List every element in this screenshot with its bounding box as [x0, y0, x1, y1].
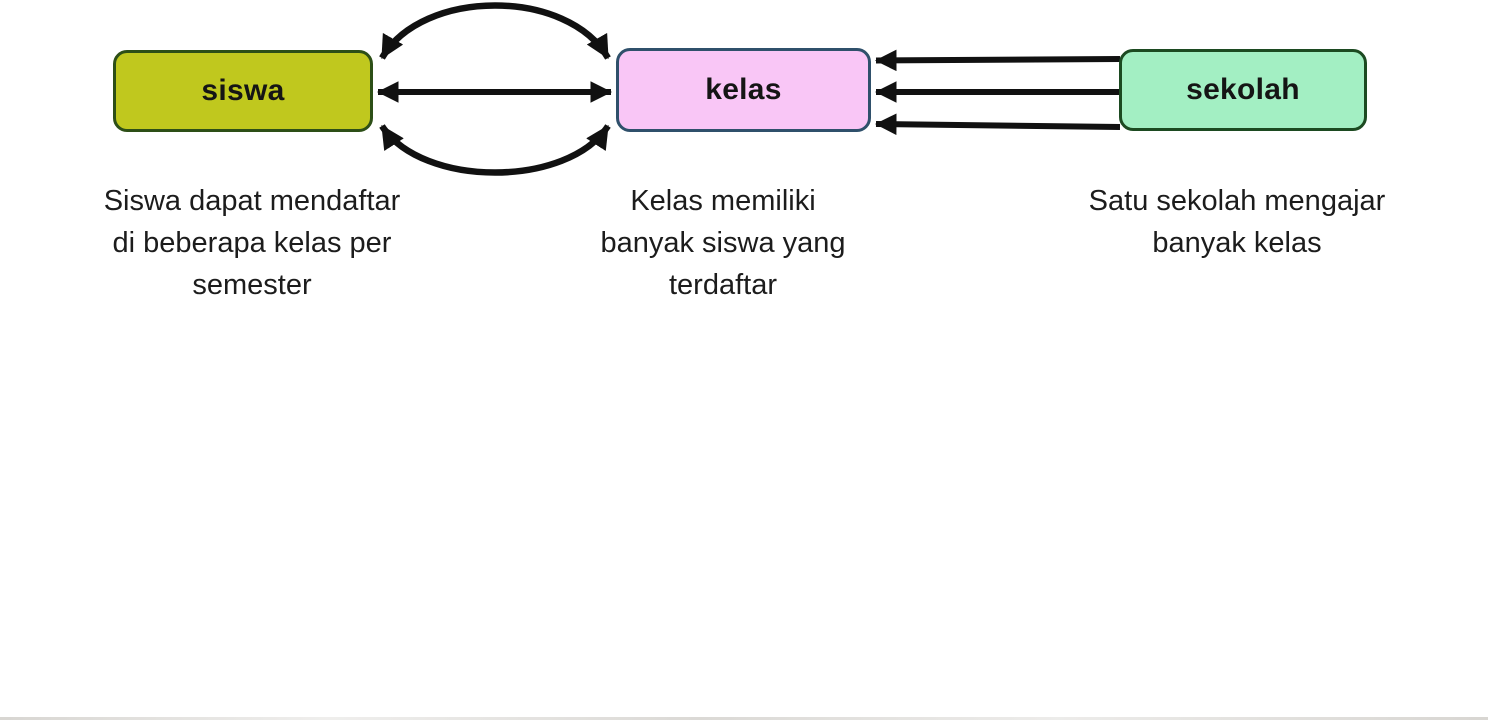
relation-sekolah-kelas-bottom-arrow: [874, 113, 1121, 136]
relation-siswa-kelas-top-arc: [379, 2, 611, 60]
entity-sekolah-caption: Satu sekolah mengajar banyak kelas: [1088, 185, 1386, 259]
entity-siswa-caption: Siswa dapat mendaftar di beberapa kelas …: [103, 185, 401, 301]
bottom-edge-artifact: [0, 717, 1488, 720]
relation-sekolah-kelas-top-arrow: [874, 49, 1121, 72]
entity-sekolah-label: sekolah: [1186, 73, 1300, 106]
entity-siswa-label: siswa: [201, 74, 285, 107]
entity-kelas-label: kelas: [705, 73, 782, 106]
relation-siswa-kelas-bottom-arc: [379, 124, 611, 176]
entity-kelas: kelas: [616, 48, 871, 132]
entity-siswa: siswa: [113, 50, 373, 132]
entity-sekolah: sekolah: [1119, 49, 1367, 131]
entity-kelas-caption: Kelas memiliki banyak siswa yang terdaft…: [600, 185, 846, 301]
